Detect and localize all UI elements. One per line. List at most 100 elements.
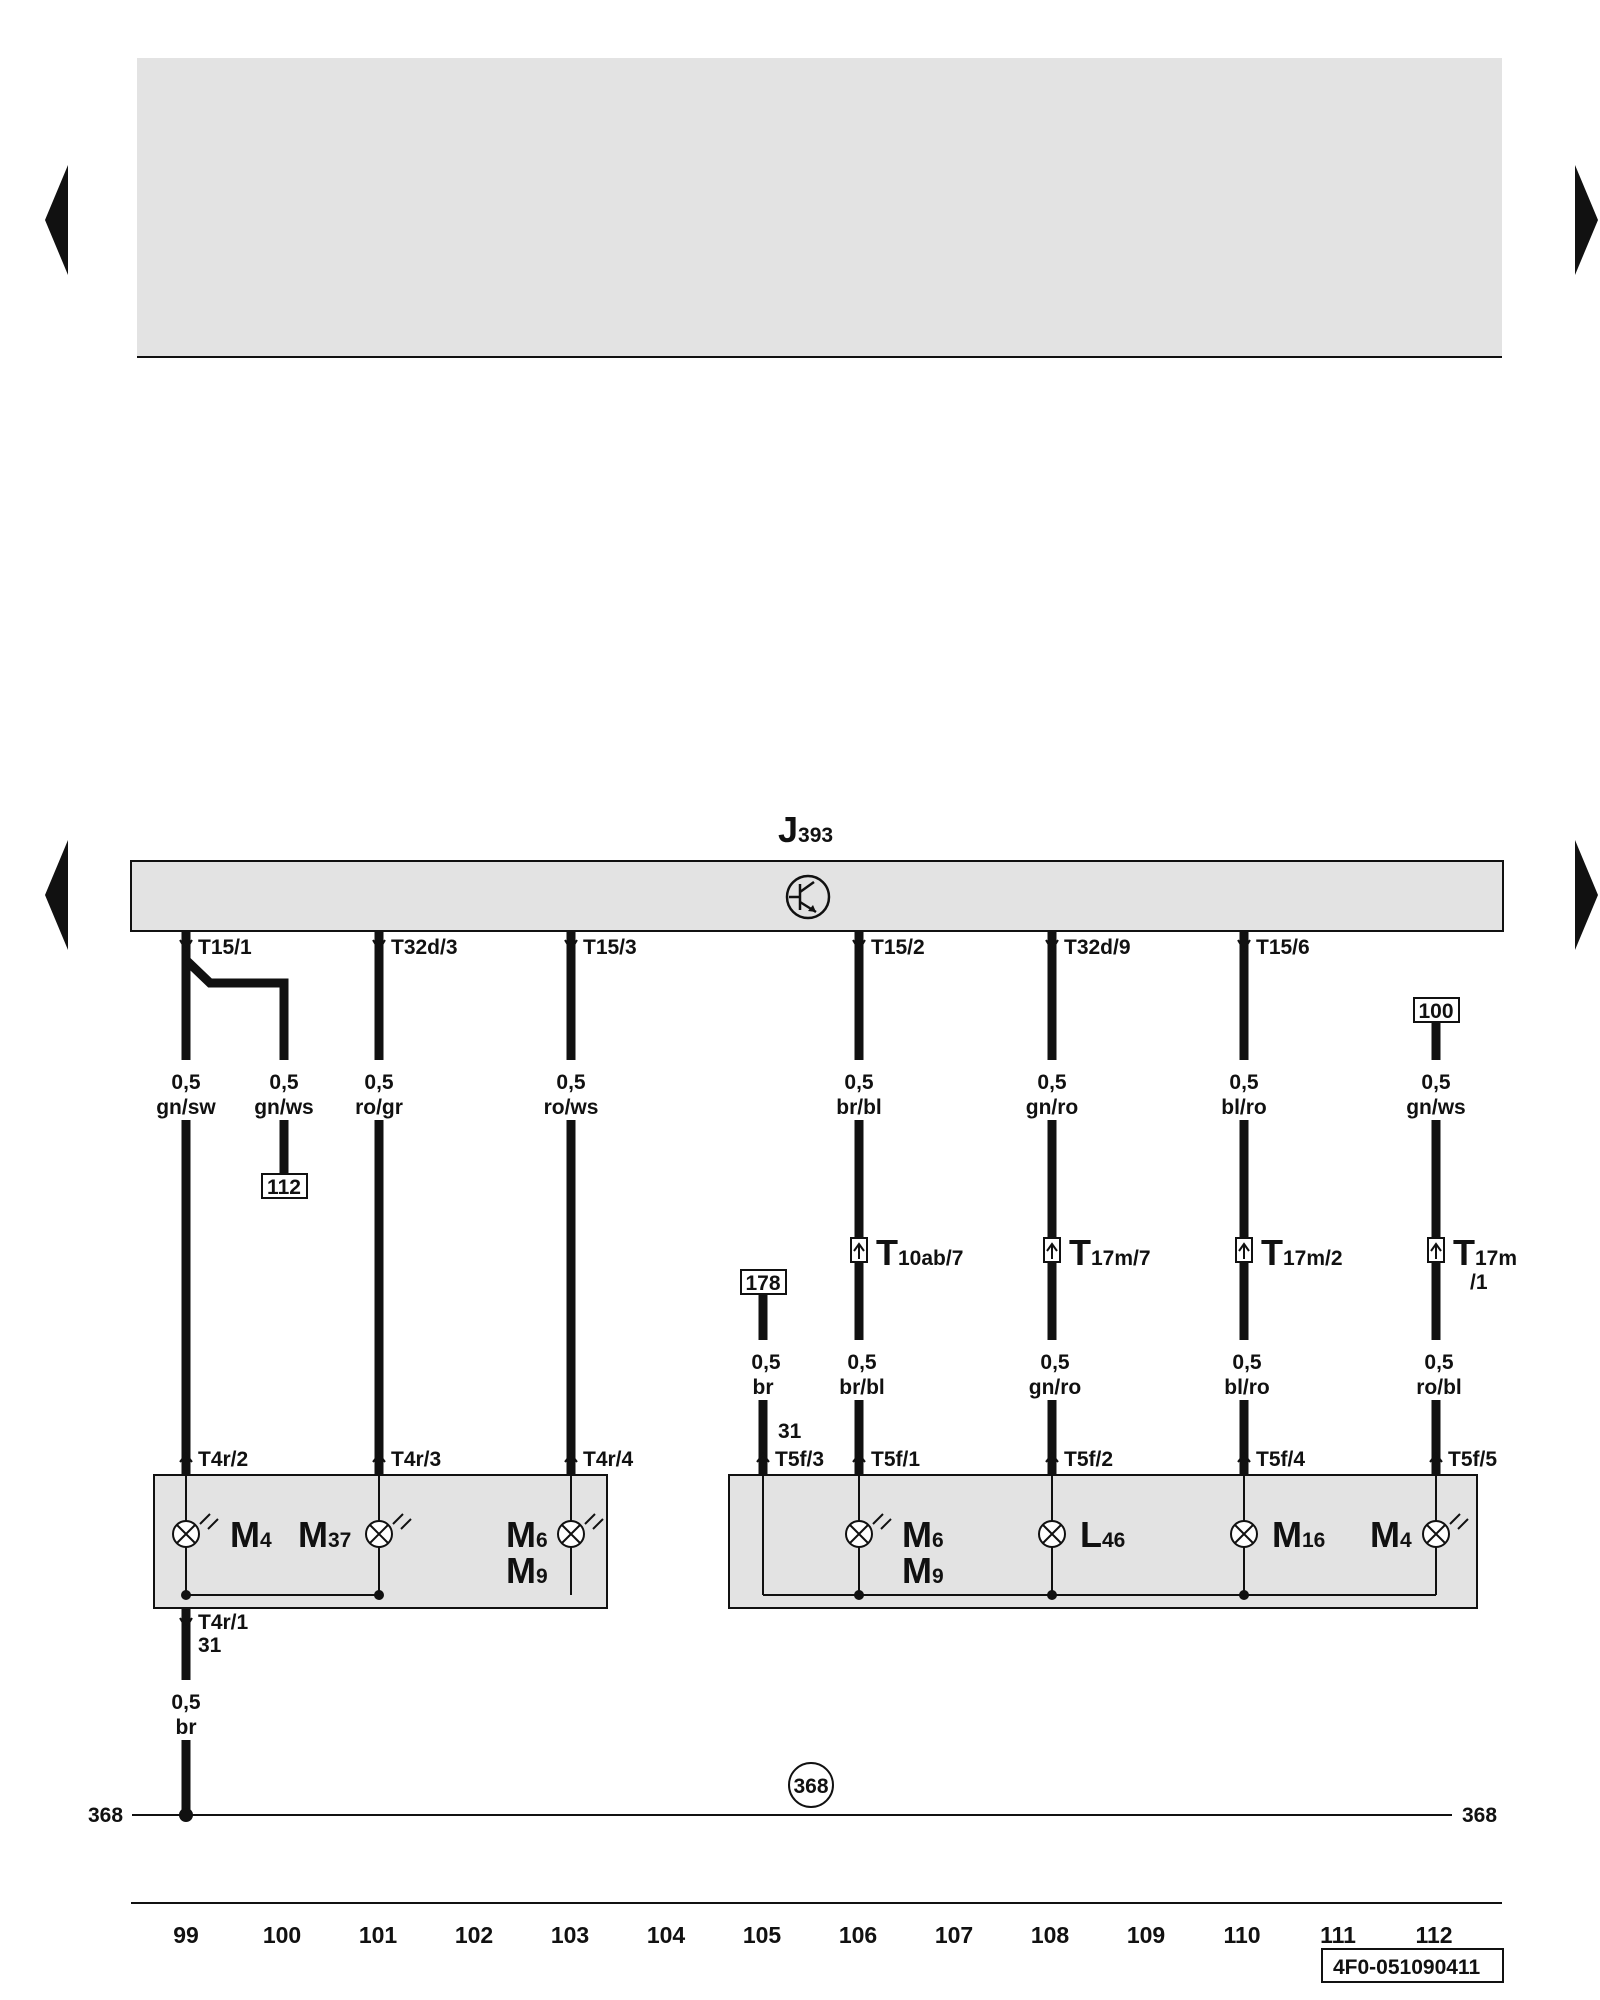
pin-label-t5f-3: T5f/3	[775, 1448, 824, 1471]
document-id-box: 4F0-051090411	[1321, 1948, 1504, 1983]
column-number: 111	[1320, 1922, 1356, 1948]
lamp-icon	[172, 1513, 219, 1548]
pin-label-t15-2: T15/2	[871, 936, 925, 959]
wire-cross-ground-repeat: 0,5	[171, 1691, 201, 1714]
ground-point-368[interactable]: 368	[788, 1762, 834, 1808]
pin-label-t5f-5: T5f/5	[1448, 1448, 1497, 1471]
ref-box-112[interactable]: 112	[261, 1173, 308, 1199]
connector-label-t10ab-7: T10ab/7	[876, 1232, 963, 1273]
column-number: 99	[173, 1922, 199, 1948]
pin-label-t5f-1: T5f/1	[871, 1448, 920, 1471]
wire-cross-t17m-2: 0,5	[1232, 1351, 1262, 1374]
lamp-icon	[557, 1513, 604, 1548]
wire-cross-t10ab-7: 0,5	[847, 1351, 877, 1374]
connector-label-t17m-1: T17m	[1453, 1232, 1517, 1273]
wire-cross-178: 0,5	[751, 1351, 781, 1374]
lamp-icon	[845, 1513, 892, 1548]
bulb-icon	[1230, 1520, 1258, 1548]
column-number: 112	[1415, 1922, 1452, 1948]
lamp-label-m6: M6	[506, 1514, 548, 1555]
wire-cross-t15-1: 0,5	[171, 1071, 201, 1094]
lamp-label-m4-left: M4	[230, 1514, 272, 1555]
lamp-label-m6-right: M6	[902, 1514, 944, 1555]
label-gap-lower	[730, 1340, 1480, 1400]
ref-box-178[interactable]: 178	[740, 1269, 787, 1295]
wire-color-t32d-3: ro/gr	[355, 1096, 403, 1119]
component-j393-label: J393	[778, 809, 833, 850]
column-number: 103	[551, 1922, 589, 1948]
control-unit-j393	[130, 860, 1504, 932]
wire-cross-t15-2: 0,5	[844, 1071, 874, 1094]
wire-color-t32d-9: gn/ro	[1026, 1096, 1079, 1119]
lamp-label-l46: L46	[1080, 1514, 1125, 1555]
pin-label-t5f-4: T5f/4	[1256, 1448, 1305, 1471]
ground-point-368-label: 368	[793, 1775, 828, 1798]
wire-color-t15-6: bl/ro	[1221, 1096, 1267, 1119]
pin-label-t15-1: T15/1	[198, 936, 252, 959]
pin-label-t5f-2: T5f/2	[1064, 1448, 1113, 1471]
ref-box-178-label: 178	[745, 1272, 780, 1295]
wire-cross-t17m-1: 0,5	[1424, 1351, 1454, 1374]
column-number: 107	[935, 1922, 973, 1948]
column-number: 101	[359, 1922, 398, 1948]
connector-label-t17m-7: T17m/7	[1069, 1232, 1151, 1273]
column-number: 102	[455, 1922, 493, 1948]
terminal-31-ground: 31	[198, 1634, 222, 1657]
connector-label-t17m-1-pin: /1	[1470, 1271, 1488, 1294]
pin-label-t32d-3: T32d/3	[391, 936, 458, 959]
wire-cross-t32d-3: 0,5	[364, 1071, 394, 1094]
column-number: 100	[263, 1922, 301, 1948]
wire-color-t15-3: ro/ws	[544, 1096, 599, 1119]
wire-cross-t15-3: 0,5	[556, 1071, 586, 1094]
junction-dot	[1047, 1590, 1057, 1600]
column-number: 106	[839, 1922, 877, 1948]
connector-label-t17m-2: T17m/2	[1261, 1232, 1343, 1273]
transistor-icon	[785, 874, 831, 920]
lamp-label-m4-right: M4	[1370, 1514, 1412, 1555]
junction-dot	[854, 1590, 864, 1600]
connector-arrows	[853, 1242, 1442, 1259]
wire-cross-t15-6: 0,5	[1229, 1071, 1259, 1094]
ref-box-112-label: 112	[267, 1176, 301, 1199]
lamp-label-m9-right: M9	[902, 1550, 944, 1591]
pin-label-t15-6: T15/6	[1256, 936, 1310, 959]
pin-label-t15-3: T15/3	[583, 936, 637, 959]
junction-dot	[374, 1590, 384, 1600]
document-id: 4F0-051090411	[1333, 1956, 1480, 1979]
label-gap-upper	[140, 1060, 1480, 1120]
wire-color-178: br	[753, 1376, 774, 1399]
wire-cross-t17m-7: 0,5	[1040, 1351, 1070, 1374]
wire-t15-1	[181, 931, 289, 1475]
next-section-icon[interactable]	[1575, 840, 1598, 950]
lamp-label-m37: M37	[298, 1514, 351, 1555]
bulb-icon	[1038, 1520, 1066, 1548]
wire-cross-branch: 0,5	[269, 1071, 299, 1094]
junction-dot	[181, 1590, 191, 1600]
wire-color-t10ab-7: br/bl	[839, 1376, 885, 1399]
column-number: 104	[647, 1922, 686, 1948]
previous-page-icon[interactable]	[45, 165, 68, 275]
ground-label-left: 368	[88, 1804, 123, 1827]
pin-arrows-right-unit	[756, 1452, 1443, 1463]
wire-color-t15-1: gn/sw	[156, 1096, 216, 1119]
ref-box-100[interactable]: 100	[1413, 997, 1460, 1023]
wire-color-t17m-1: ro/bl	[1416, 1376, 1462, 1399]
wire-color-t17m-7: gn/ro	[1029, 1376, 1082, 1399]
terminal-31-label: 31	[778, 1420, 802, 1443]
lamp-icon	[365, 1513, 412, 1548]
pin-label-t32d-9: T32d/9	[1064, 936, 1131, 959]
lamp-icon	[1422, 1513, 1469, 1548]
column-number: 110	[1223, 1922, 1260, 1948]
next-page-icon[interactable]	[1575, 165, 1598, 275]
label-gap-ground-2	[140, 1680, 260, 1740]
header-panel	[137, 58, 1502, 356]
column-number: 108	[1031, 1922, 1070, 1948]
wire-color-t15-2: br/bl	[836, 1096, 882, 1119]
column-number: 109	[1127, 1922, 1165, 1948]
wire-color-branch: gn/ws	[254, 1096, 314, 1119]
lamp-label-m9: M9	[506, 1550, 548, 1591]
pin-label-t4r-1: T4r/1	[198, 1611, 249, 1634]
previous-section-icon[interactable]	[45, 840, 68, 950]
